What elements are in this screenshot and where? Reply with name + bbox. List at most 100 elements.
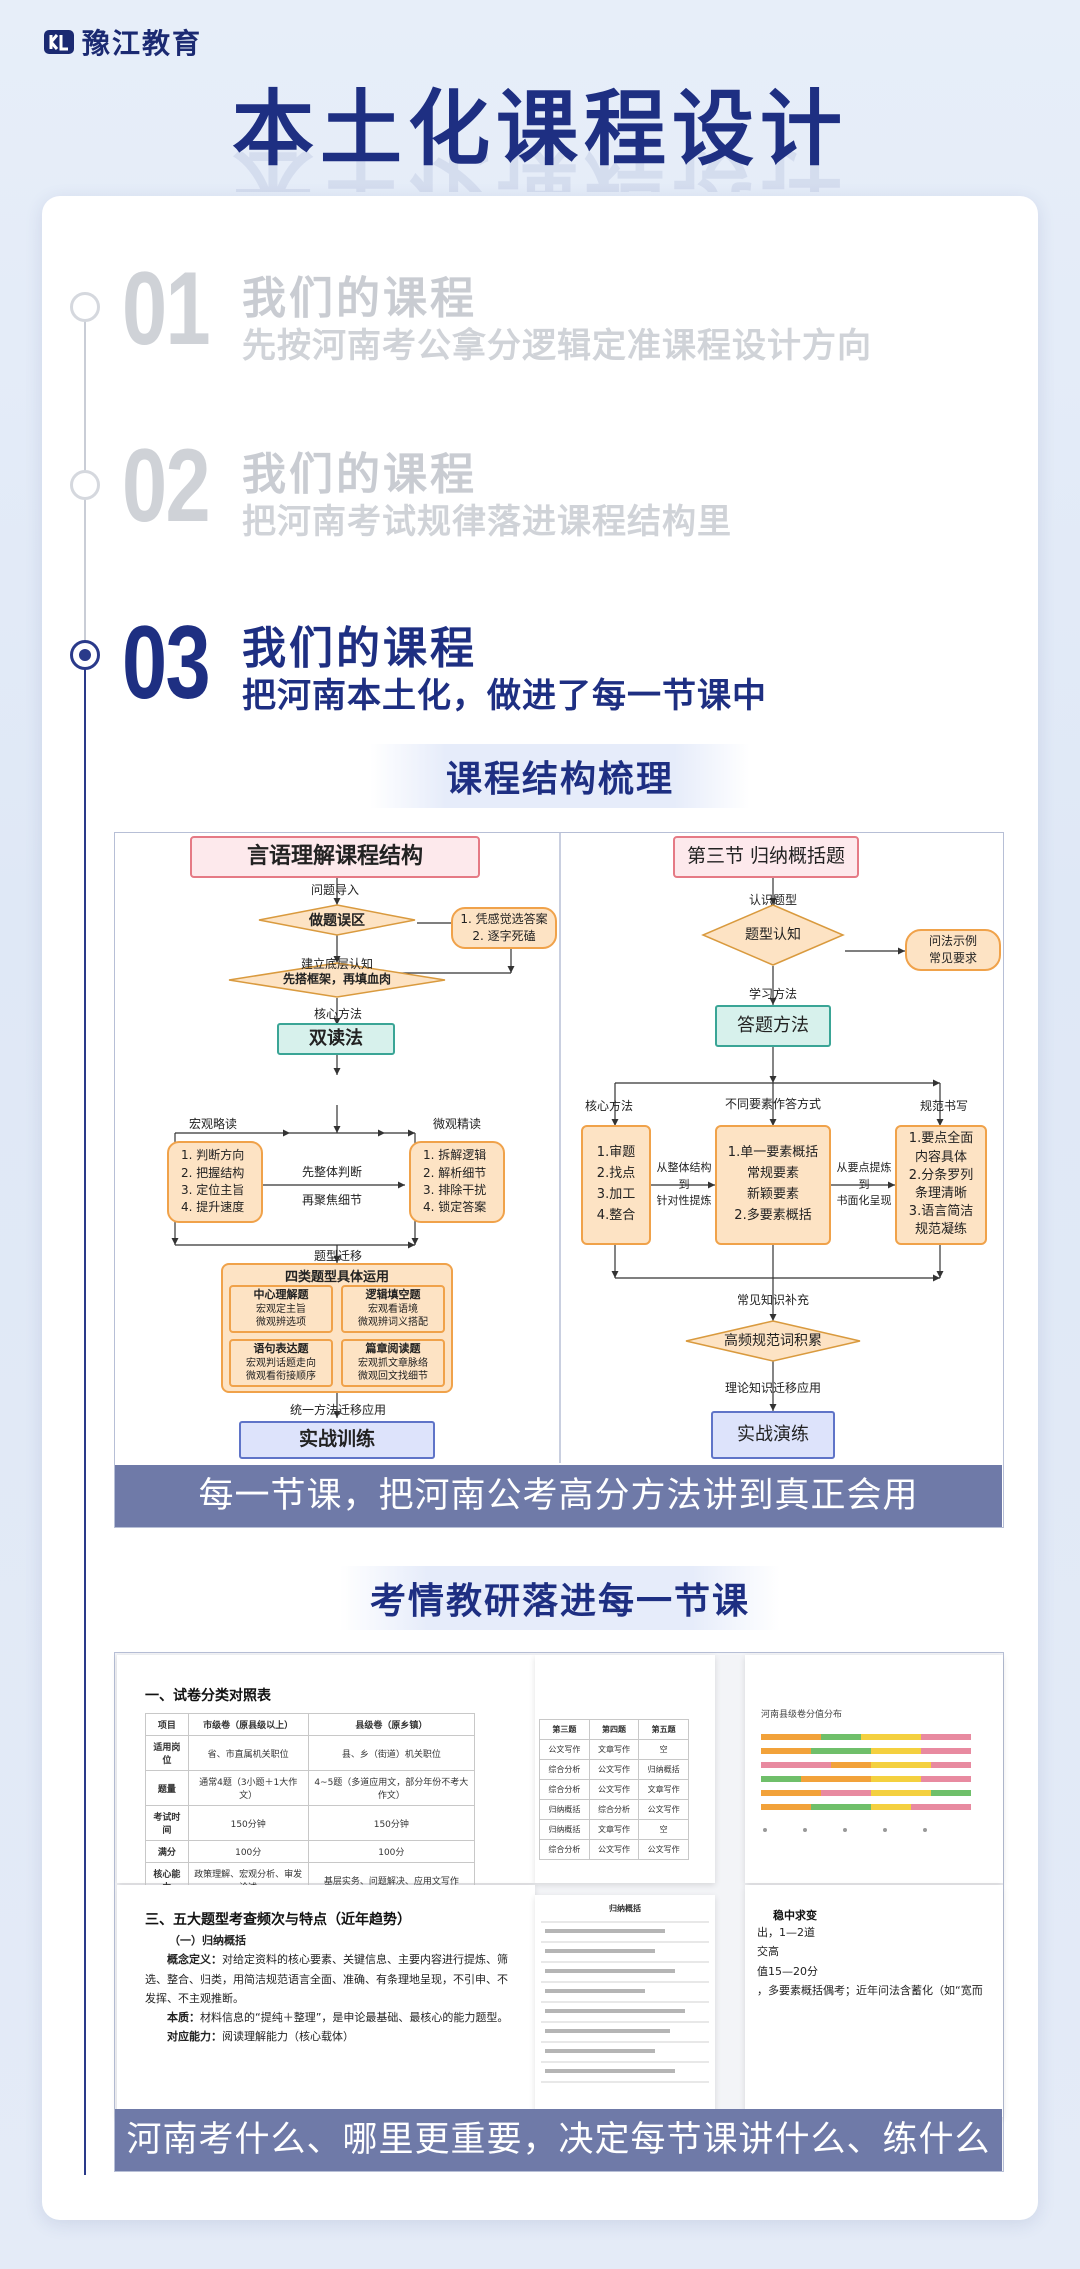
doc2-table: 第三题第四题第五题 公文写作文章写作空 综合分析公文写作归纳概括 综合分析公文写…	[539, 1719, 689, 1860]
question-type-sentence: 语句表达题 宏观判话题走向 微观看衔接顺序	[229, 1339, 333, 1387]
micro-step: 3. 排除干扰	[423, 1183, 487, 1197]
left-macro-box: 1. 判断方向 2. 把握结构 3. 定位主旨 4. 提升速度	[167, 1141, 263, 1223]
cell: 归纳概括	[539, 1799, 590, 1820]
qt-line: 微观辨词义搭配	[358, 1317, 428, 1329]
brand-mark-icon	[44, 30, 74, 54]
side-line: 问法示例	[928, 933, 977, 948]
qt-line: 微观辨选项	[256, 1317, 306, 1329]
left-core-method: 双读法	[277, 1023, 395, 1055]
left-mid-label-1: 先整体判断	[302, 1165, 363, 1179]
doc-trend-notes: 稳中求变 出，1—2道 交高 值15—20分 ，多要素概括偶考；近年问法含蓄化（…	[745, 1885, 1003, 2117]
right-branch-box-2: 1.单一要素概括 常规要素 新颖要素 2.多要素概括	[715, 1125, 831, 1245]
para-label: 对应能力：	[167, 2030, 222, 2044]
diagram-caption: 每一节课，把河南公考高分方法讲到真正会用	[115, 1465, 1002, 1527]
left-diagram-title: 言语理解课程结构	[190, 836, 480, 878]
cell: 公文写作	[588, 1839, 640, 1860]
right-side-box: 问法示例 常见要求	[905, 929, 1001, 971]
qt-title: 篇章阅读题	[365, 1342, 421, 1356]
mid-line: 到	[858, 1177, 870, 1191]
table-header: 县级卷（原乡镇）	[307, 1713, 476, 1736]
mid-line: 针对性提炼	[656, 1194, 712, 1208]
mid-line: 从整体结构	[656, 1161, 712, 1175]
cell: 综合分析	[588, 1799, 640, 1820]
right-decision-2: 高频规范词积累	[724, 1332, 822, 1349]
right-step-know: 认识题型	[749, 893, 798, 907]
left-step-apply: 统一方法迁移应用	[290, 1403, 387, 1417]
left-final-box: 实战训练	[239, 1421, 435, 1459]
question-type-fill: 逻辑填空题 宏观看语境 微观辨词义搭配	[341, 1285, 445, 1333]
table-row: 适用岗位省、市直属机关职位县、乡（街道）机关职位	[145, 1735, 476, 1771]
timeline-line-active	[84, 655, 86, 2175]
table-row: 公文写作文章写作空	[539, 1739, 689, 1760]
cell: 文章写作	[588, 1739, 640, 1760]
doc6-line-5: ，多要素概括偶考；近年问法含蓄化（如“宽而	[757, 1983, 983, 1997]
cell: 适用岗位	[145, 1735, 189, 1771]
doc3-stacked-bars	[761, 1734, 971, 1832]
doc-question-trends: 三、五大题型考查频次与特点（近年趋势） （一）归纳概括 概念定义：对给定资料的核…	[117, 1885, 535, 2117]
branch-line: 3.加工	[596, 1187, 636, 1202]
right-branch-box-3: 1.要点全面 内容具体 2.分条罗列 条理清晰 3.语言简洁 规范凝练	[895, 1125, 987, 1245]
cell: 文章写作	[588, 1819, 640, 1840]
doc-question-distribution: 第三题第四题第五题 公文写作文章写作空 综合分析公文写作归纳概括 综合分析公文写…	[535, 1655, 715, 1883]
cell: 空	[638, 1739, 689, 1760]
right-mid-label-2: 从要点提炼 到 书面化呈现	[833, 1155, 895, 1215]
table-header: 市级卷（原县级以上）	[187, 1713, 309, 1736]
cell: 题量	[145, 1770, 189, 1806]
branch-line: 2.多要素概括	[734, 1207, 812, 1223]
course-structure-diagram: 言语理解课程结构 问题导入 做题误区 1. 凭感觉选答案 2. 逐字死磕 建立底…	[114, 832, 1004, 1528]
group-title: 四类题型具体运用	[284, 1270, 389, 1285]
branch-line: 2.找点	[596, 1166, 636, 1182]
note-line: 1. 凭感觉选答案	[460, 911, 548, 926]
left-decision-2: 先搭框架，再填血肉	[282, 972, 391, 987]
left-micro-box: 1. 拆解逻辑 2. 解析细节 3. 排除干扰 4. 锁定答案	[409, 1141, 505, 1223]
qt-line: 微观回文找细节	[358, 1371, 428, 1383]
macro-step: 2. 把握结构	[181, 1165, 245, 1180]
cell: 综合分析	[539, 1759, 590, 1780]
qt-line: 宏观看语境	[368, 1303, 418, 1315]
doc6-line-2: 出，1—2道	[757, 1926, 815, 1939]
branch-line: 新颖要素	[746, 1187, 799, 1202]
qt-title: 逻辑填空题	[365, 1288, 421, 1302]
branch-line: 3.语言简洁	[908, 1204, 974, 1220]
right-branch-label-1: 核心方法	[585, 1099, 634, 1113]
structure-banner: 课程结构梳理	[370, 744, 750, 808]
left-mid-label-2: 再聚焦细节	[302, 1193, 363, 1207]
table-row: 题量通常4题（3小题＋1大作文）4~5题（多道应用文，部分年份不考大作文）	[145, 1770, 476, 1806]
mid-line: 从要点提炼	[836, 1161, 892, 1175]
decision-diamond-4	[685, 1320, 861, 1362]
left-macro-label: 宏观略读	[189, 1117, 238, 1131]
table-row: 归纳概括综合分析公文写作	[539, 1799, 689, 1820]
doc-exam-classification: 一、试卷分类对照表 项目 市级卷（原县级以上） 县级卷（原乡镇） 适用岗位省、市…	[117, 1655, 535, 1898]
table-header: 项目	[145, 1713, 189, 1736]
micro-step: 4. 锁定答案	[423, 1200, 487, 1215]
cell: 空	[638, 1819, 689, 1840]
section-subtitle-02: 把河南考试规律落进课程结构里	[242, 502, 732, 542]
qt-line: 宏观定主旨	[256, 1303, 306, 1315]
doc4-heading: 三、五大题型考查频次与特点（近年趋势）	[145, 1912, 411, 1928]
macro-step: 1. 判断方向	[181, 1148, 245, 1163]
left-step-method: 核心方法	[314, 1007, 363, 1021]
section-title-02: 我们的课程	[242, 449, 477, 500]
right-step-knowledge: 常见知识补充	[737, 1293, 810, 1307]
branch-line: 1.审题	[596, 1145, 636, 1161]
cell: 150分钟	[307, 1805, 476, 1841]
cell: 满分	[145, 1840, 189, 1863]
table-row: 归纳概括文章写作空	[539, 1819, 689, 1840]
table-row: 综合分析公文写作归纳概括	[539, 1759, 689, 1780]
cell: 归纳概括	[638, 1759, 689, 1780]
cell: 100分	[307, 1840, 476, 1863]
micro-step: 1. 拆解逻辑	[423, 1148, 487, 1163]
research-banner: 考情教研落进每一节课	[340, 1566, 780, 1630]
cell: 通常4题（3小题＋1大作文）	[187, 1770, 309, 1806]
left-step-transfer: 题型迁移	[314, 1249, 363, 1263]
branch-line: 2.分条罗列	[908, 1167, 974, 1183]
side-line: 常见要求	[928, 951, 977, 965]
timeline-node-02	[70, 470, 100, 500]
page-title-reflection: 本土化课程设计	[0, 152, 1080, 192]
macro-step: 3. 定位主旨	[181, 1183, 245, 1197]
section-title-03: 我们的课程	[242, 623, 477, 674]
right-step-learn: 学习方法	[749, 987, 798, 1001]
cell: 公文写作	[588, 1779, 640, 1800]
cell: 4~5题（多道应用文，部分年份不考大作文）	[307, 1770, 476, 1806]
